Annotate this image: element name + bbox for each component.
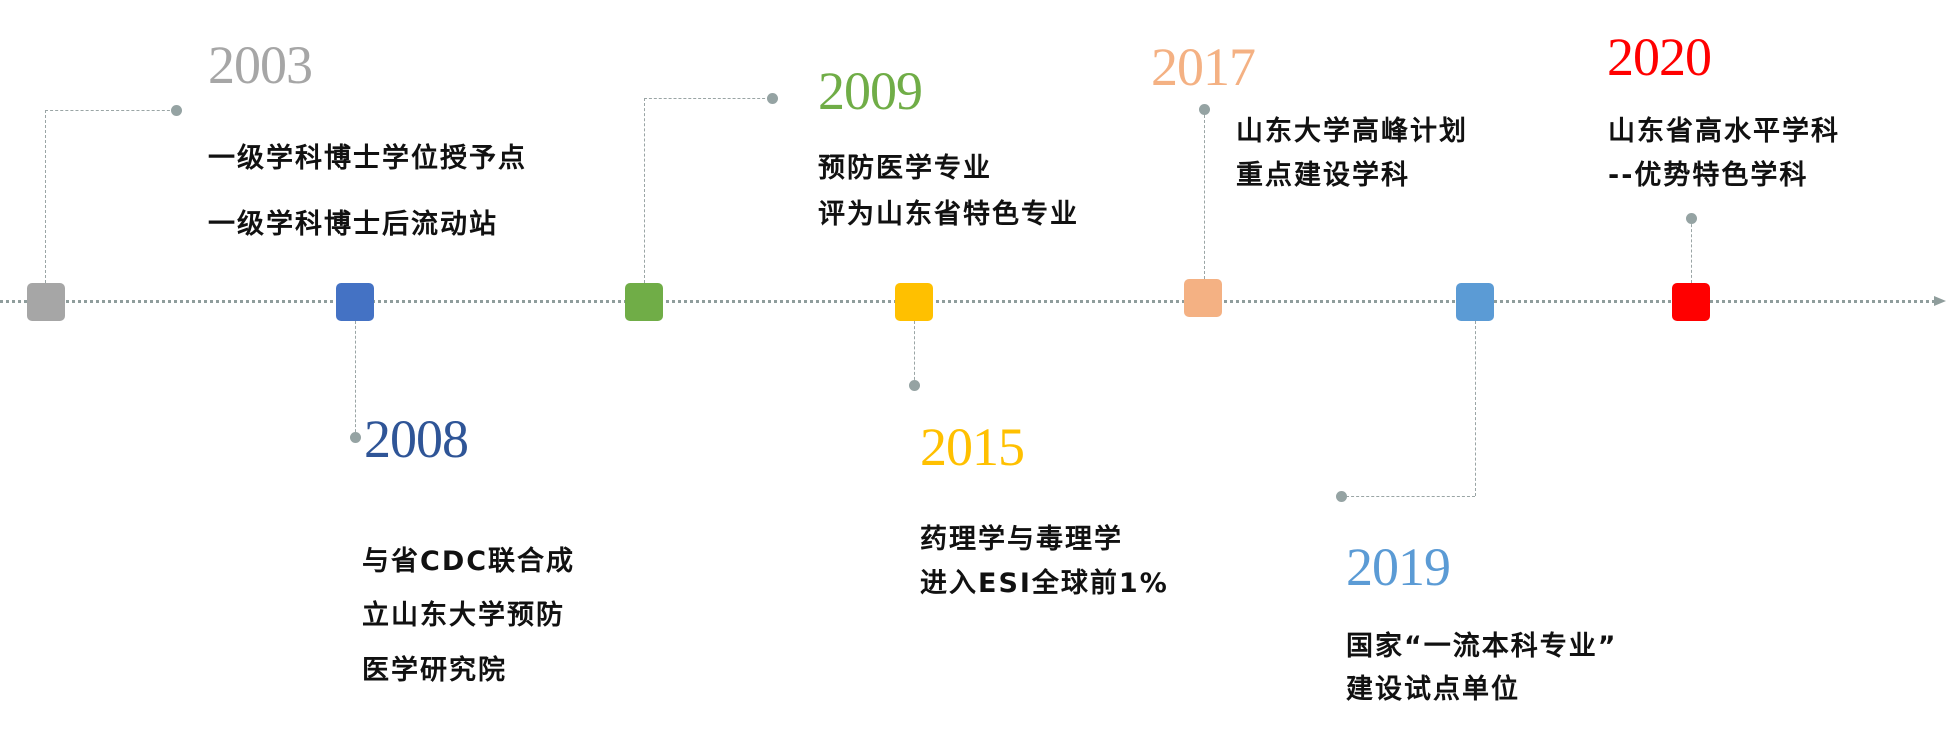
event-text-2020: --优势特色学科	[1608, 160, 1809, 191]
year-2019: 2019	[1346, 537, 1451, 597]
event-text-2017: 山东大学高峰计划	[1236, 116, 1468, 147]
connector-dot-2020	[1686, 213, 1697, 224]
connector-dot-2003	[171, 105, 182, 116]
connector-2015	[914, 321, 915, 385]
milestone-marker-2009	[625, 283, 663, 321]
connector-dot-2017	[1199, 104, 1210, 115]
connector-2009-h	[644, 98, 770, 99]
year-2017: 2017	[1151, 37, 1256, 97]
connector-2003	[45, 110, 46, 283]
connector-dot-2009	[767, 93, 778, 104]
milestone-marker-2008	[336, 283, 374, 321]
event-text-2019: 建设试点单位	[1346, 674, 1520, 705]
event-text-2003: 一级学科博士后流动站	[208, 209, 498, 240]
year-2020: 2020	[1607, 27, 1712, 87]
connector-2020	[1691, 219, 1692, 283]
event-text-2009: 预防医学专业	[818, 153, 992, 184]
year-2003: 2003	[208, 35, 313, 95]
milestone-marker-2020	[1672, 283, 1710, 321]
milestone-marker-2015	[895, 283, 933, 321]
timeline-arrow-icon	[1934, 296, 1946, 306]
event-text-2009: 评为山东省特色专业	[818, 199, 1079, 230]
connector-2008	[355, 321, 356, 437]
event-text-2003: 一级学科博士学位授予点	[208, 143, 527, 174]
event-text-2008: 医学研究院	[362, 655, 507, 686]
milestone-marker-2019	[1456, 283, 1494, 321]
event-text-2019: 国家“一流本科专业”	[1346, 631, 1618, 662]
connector-2017	[1204, 110, 1205, 279]
year-2009: 2009	[818, 61, 923, 121]
milestone-marker-2017	[1184, 279, 1222, 317]
timeline-axis	[0, 300, 1935, 303]
year-2015: 2015	[920, 417, 1025, 477]
event-text-2008: 与省CDC联合成	[362, 546, 576, 577]
connector-dot-2015	[909, 380, 920, 391]
connector-2019	[1475, 321, 1476, 496]
connector-2019-h	[1341, 496, 1475, 497]
milestone-marker-2003	[27, 283, 65, 321]
event-text-2017: 重点建设学科	[1236, 160, 1410, 191]
year-2008: 2008	[364, 409, 469, 469]
connector-2003-h	[45, 110, 175, 111]
event-text-2008: 立山东大学预防	[362, 600, 565, 631]
event-text-2020: 山东省高水平学科	[1608, 116, 1840, 147]
connector-dot-2008	[350, 432, 361, 443]
connector-2009	[644, 98, 645, 283]
event-text-2015: 进入ESI全球前1%	[920, 568, 1169, 599]
event-text-2015: 药理学与毒理学	[920, 524, 1123, 555]
connector-dot-2019	[1336, 491, 1347, 502]
